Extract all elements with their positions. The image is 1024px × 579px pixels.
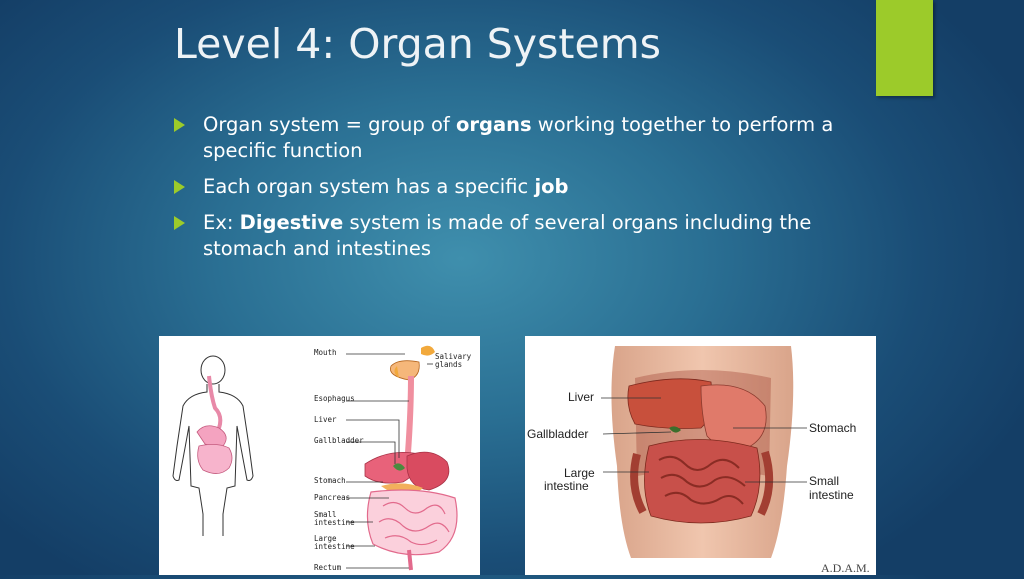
label-rectum: Rectum: [314, 563, 342, 572]
label-pancreas: Pancreas: [314, 493, 350, 502]
label-salivary: Salivary: [435, 352, 472, 361]
label-large-intestine-1: Large: [314, 534, 337, 543]
adam-logo: A.D.A.M.: [821, 561, 870, 575]
label-small-intestine-2: intestine: [314, 518, 355, 527]
digestive-diagram-left: Mouth Salivary glands Esophagus Liver Ga…: [159, 336, 480, 575]
label-mouth: Mouth: [314, 348, 337, 357]
digestive-diagram-right: Liver Gallbladder Large intestine Stomac…: [525, 336, 876, 575]
bullet-list: Organ system = group of organs working t…: [172, 112, 862, 272]
bullet-item: Each organ system has a specific job: [172, 174, 862, 200]
label-small-intestine-1: Small: [314, 510, 337, 519]
label-liver: Liver: [314, 415, 337, 424]
label-large-intestine-right-2: intestine: [544, 479, 589, 493]
label-stomach: Stomach: [314, 476, 346, 485]
digestive-system-illustration: Mouth Salivary glands Esophagus Liver Ga…: [172, 345, 472, 572]
label-esophagus: Esophagus: [314, 394, 355, 403]
slide-title: Level 4: Organ Systems: [174, 20, 662, 68]
label-large-intestine-right-1: Large: [564, 466, 595, 480]
bullet-arrow-icon: [174, 216, 185, 230]
label-large-intestine-2: intestine: [314, 542, 355, 551]
accent-bar: [876, 0, 933, 96]
torso-anatomy-illustration: Liver Gallbladder Large intestine Stomac…: [527, 346, 870, 575]
label-glands: glands: [435, 360, 462, 369]
bullet-item: Ex: Digestive system is made of several …: [172, 210, 862, 262]
label-stomach-right: Stomach: [809, 421, 856, 435]
label-liver-right: Liver: [568, 390, 594, 404]
bullet-arrow-icon: [174, 118, 185, 132]
label-small-intestine-right-2: intestine: [809, 488, 854, 502]
bullet-item: Organ system = group of organs working t…: [172, 112, 862, 164]
bullet-arrow-icon: [174, 180, 185, 194]
label-small-intestine-right-1: Small: [809, 474, 839, 488]
label-gallbladder-right: Gallbladder: [527, 427, 588, 441]
label-gallbladder: Gallbladder: [314, 436, 364, 445]
